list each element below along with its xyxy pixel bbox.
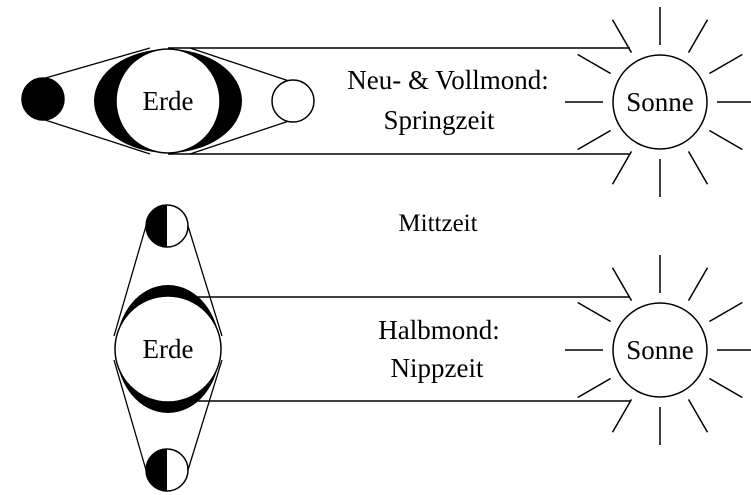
bottom-caption-line2: Nippzeit — [391, 353, 484, 383]
bottom-tangent-lower-left — [113, 359, 147, 471]
top-earth — [115, 48, 221, 154]
bottom-tangent-lower-right — [187, 359, 223, 471]
bottom-sun-disc — [612, 302, 708, 398]
bottom-caption-line1: Halbmond: — [378, 315, 500, 345]
spring-tide-diagram: Erde Sonne Neu- & Vollmond: Springzeit — [21, 7, 751, 197]
top-sun-rays — [565, 7, 751, 197]
upper-half-moon — [145, 204, 189, 248]
top-caption-line1: Neu- & Vollmond: — [347, 65, 549, 95]
bottom-sun-label: Sonne — [626, 335, 694, 365]
top-tangent-newmoon-upper — [41, 47, 151, 80]
bottom-sun — [565, 255, 751, 445]
top-sun — [565, 7, 751, 197]
top-caption-line2: Springzeit — [384, 105, 495, 135]
top-tangent-newmoon-lower — [41, 118, 151, 155]
lower-half-moon — [145, 448, 189, 492]
top-tangent-fullmoon-upper — [189, 47, 293, 83]
top-sun-label: Sonne — [626, 87, 694, 117]
full-moon — [271, 79, 315, 123]
bottom-earth-label: Erde — [143, 334, 194, 364]
top-earth-label: Erde — [143, 86, 194, 116]
bottom-sun-rays — [565, 255, 751, 445]
neap-tide-diagram: Erde Sonne Halbmond: Nippzeit — [113, 204, 751, 492]
new-moon — [21, 77, 65, 121]
top-tangent-fullmoon-lower — [189, 119, 293, 155]
bottom-tangent-upper-right — [187, 225, 223, 337]
bottom-earth — [114, 295, 222, 403]
top-sun-disc — [612, 54, 708, 150]
middle-caption: Mittzeit — [398, 210, 477, 237]
bottom-tangent-upper-left — [113, 225, 147, 337]
